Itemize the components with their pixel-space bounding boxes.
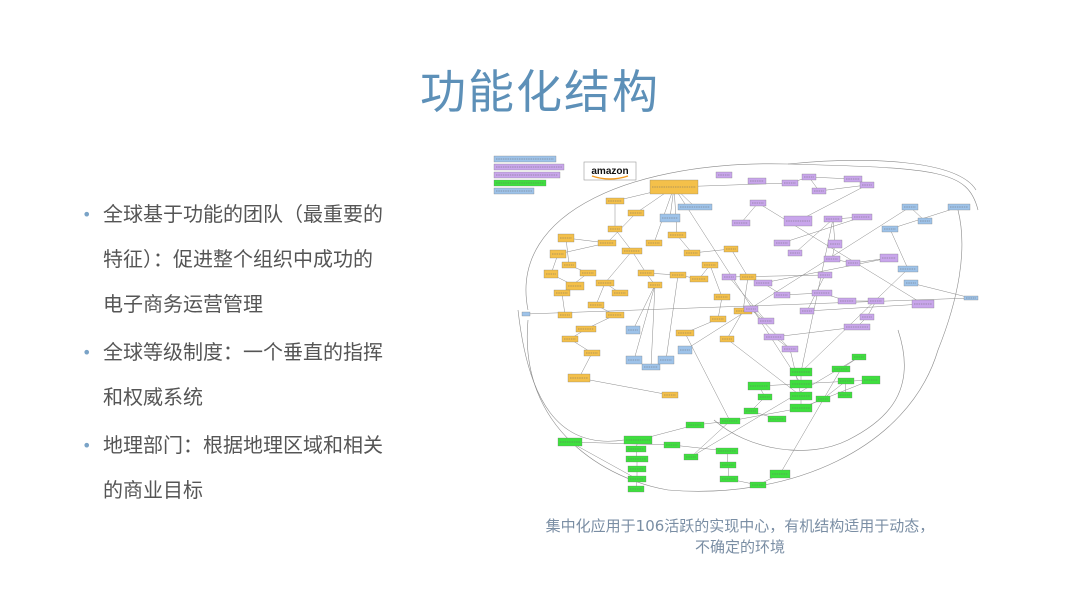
diagram-node xyxy=(715,447,739,455)
diagram-edge xyxy=(742,276,749,312)
diagram-edge xyxy=(614,228,633,252)
bullet-line: 全球基于功能的团队（最重要的 xyxy=(103,202,383,226)
diagram-node xyxy=(843,323,871,331)
diagram-edge xyxy=(832,218,836,245)
diagram-node xyxy=(747,381,771,391)
diagram-edge xyxy=(684,332,731,422)
diagram-outer-connector xyxy=(517,309,625,442)
slide-title: 功能化结构 xyxy=(420,65,660,119)
diagram-node xyxy=(789,379,813,389)
diagram-node xyxy=(567,373,591,383)
diagram-edge xyxy=(726,310,744,340)
diagram-edge xyxy=(709,264,723,298)
diagram-node xyxy=(625,455,649,463)
diagram-edge xyxy=(797,184,868,222)
diagram-edge xyxy=(762,257,890,284)
bullet-line: 地理部门：根据地理区域和相关 xyxy=(103,433,383,457)
bullet-line: 的商业目标 xyxy=(103,478,203,502)
diagram-edge xyxy=(794,218,834,254)
diagram-edge xyxy=(773,326,858,338)
diagram-node xyxy=(521,311,531,317)
amazon-logo-text: amazon xyxy=(591,166,628,177)
diagram-edge xyxy=(779,368,842,475)
amazon-logo: amazon xyxy=(583,161,637,181)
diagram-edge xyxy=(650,284,656,368)
bullet-line: 全球等级制度：一个垂直的指挥 xyxy=(103,340,383,364)
org-structure-diagram: amazon xyxy=(493,155,979,493)
bullet-line: 和权威系统 xyxy=(103,385,203,409)
diagram-edge xyxy=(910,282,972,299)
diagram-edge xyxy=(569,441,673,446)
diagram-edge xyxy=(631,250,647,274)
diagram-edge xyxy=(684,206,911,351)
diagram-node xyxy=(789,367,813,377)
diagram-edge xyxy=(730,248,749,278)
diagram-edge xyxy=(800,379,872,409)
diagram-edge xyxy=(690,356,860,458)
diagram-edge xyxy=(818,184,868,192)
diagram-outer-connector xyxy=(667,349,939,492)
bullet-line: 特征）：促进整个组织中成功的 xyxy=(103,247,373,271)
diagram-edge xyxy=(569,441,638,480)
diagram-edge xyxy=(578,377,671,396)
diagram-edge xyxy=(781,216,863,244)
diagram-edge xyxy=(565,237,570,266)
bullet-dot-icon: • xyxy=(82,205,92,224)
bullet-item: • 全球等级制度：一个垂直的指挥 和权威系统 xyxy=(78,330,438,420)
diagram-edge xyxy=(729,407,802,422)
diagram-edge xyxy=(726,338,802,397)
diagram-outer-connector xyxy=(937,209,963,351)
diagram-edge xyxy=(750,308,791,350)
diagram-outer-connector xyxy=(713,329,905,451)
diagram-edge xyxy=(578,352,593,379)
diagram-edge xyxy=(633,284,656,361)
diagram-edge xyxy=(665,274,679,361)
diagram-edge xyxy=(632,284,656,331)
diagram-node xyxy=(493,187,535,195)
bullet-item: • 全球基于功能的团队（最重要的 特征）：促进整个组织中成功的 电子商务运营管理 xyxy=(78,192,438,327)
diagram-edge xyxy=(690,420,731,458)
bullet-dot-icon: • xyxy=(82,343,92,362)
diagram-edge xyxy=(673,186,802,385)
bullet-dot-icon: • xyxy=(82,436,92,455)
bullet-item: • 地理部门：根据地理区域和相关 的商业目标 xyxy=(78,423,438,513)
diagram-outer-connector xyxy=(525,163,979,311)
diagram-node xyxy=(789,403,813,413)
diagram-edge xyxy=(595,282,606,306)
diagram-outer-connector xyxy=(526,319,669,491)
caption-line: 集中化应用于106活跃的实现中心，有机结构适用于动态， xyxy=(545,517,935,535)
diagram-nodes xyxy=(493,155,979,493)
caption-line: 不确定的环境 xyxy=(694,538,785,556)
bullet-list: • 全球基于功能的团队（最重要的 特征）：促进整个组织中成功的 电子商务运营管理… xyxy=(78,192,438,516)
diagram-node xyxy=(947,203,971,211)
diagram-outer-connector xyxy=(787,160,977,191)
diagram-edge xyxy=(806,303,924,312)
diagram-edge xyxy=(717,296,723,320)
diagram-edge xyxy=(604,250,633,284)
diagram-node xyxy=(789,391,813,401)
diagram-edge xyxy=(740,202,759,224)
diagram-edge xyxy=(561,292,566,316)
diagram-caption: 集中化应用于106活跃的实现中心，有机结构适用于动态， 不确定的环境 xyxy=(490,516,990,558)
diagram-node xyxy=(911,299,935,309)
diagram-edge xyxy=(889,228,909,270)
diagram-edge xyxy=(800,268,909,373)
diagram-edge xyxy=(728,276,767,322)
bullet-line: 电子商务运营管理 xyxy=(103,292,263,316)
diagram-edge xyxy=(673,186,678,236)
